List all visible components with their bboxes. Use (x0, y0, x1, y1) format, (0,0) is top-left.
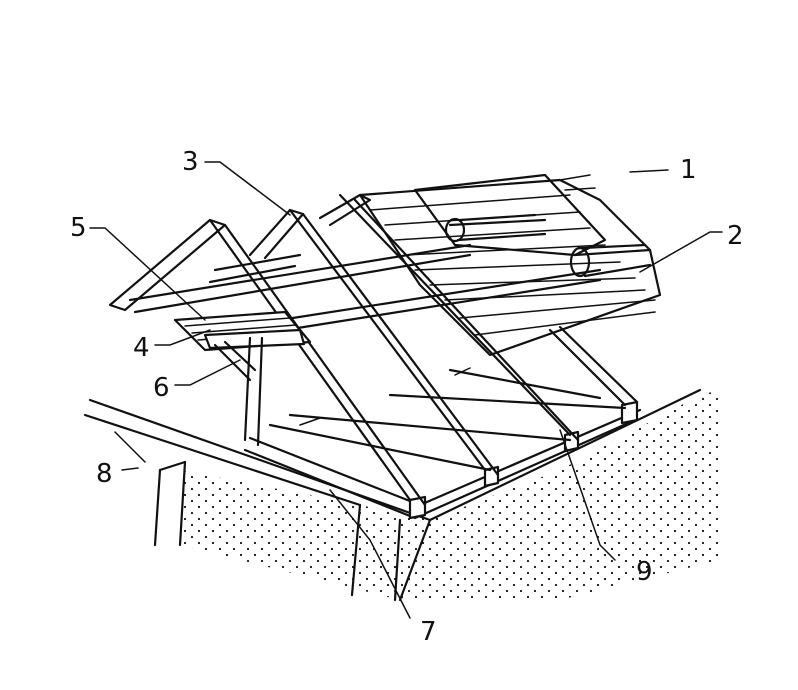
scaffold-platform (173, 310, 312, 447)
rafters (108, 193, 639, 507)
label-4: 4 (133, 333, 150, 363)
label-3: 3 (182, 147, 199, 177)
label-2: 2 (727, 221, 744, 251)
roll-material (413, 173, 652, 278)
label-6: 6 (153, 373, 170, 403)
label-8: 8 (96, 459, 113, 489)
leader-lines (89, 161, 723, 619)
ground-foundation (83, 388, 720, 602)
part-labels: 1 2 3 4 5 6 7 8 9 (70, 147, 744, 647)
label-7: 7 (420, 617, 437, 647)
label-5: 5 (70, 213, 87, 243)
label-1: 1 (680, 155, 697, 185)
label-9: 9 (636, 557, 653, 587)
